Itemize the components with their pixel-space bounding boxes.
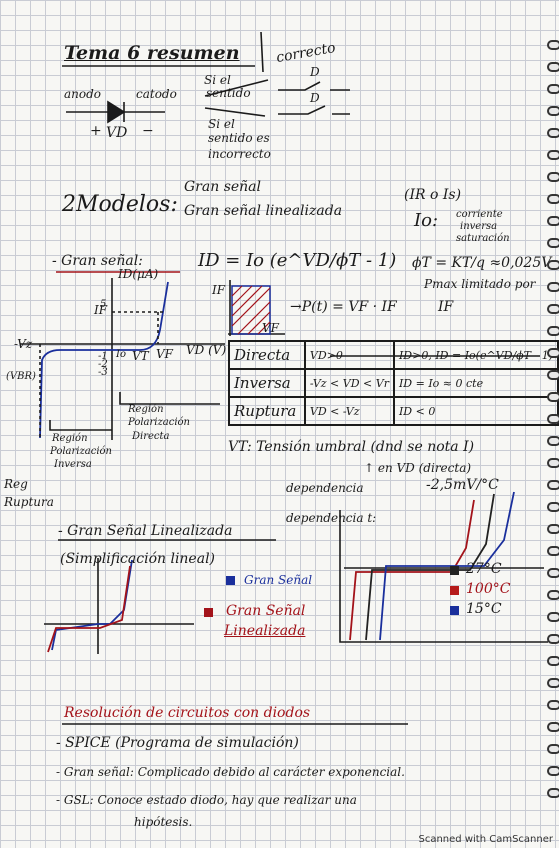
state-name: Ruptura (228, 396, 306, 426)
graph-vz-label: -Vz (14, 337, 33, 351)
vd-label: VD (106, 125, 128, 141)
legend-swatch-red (204, 608, 213, 617)
legend-swatch-blue (226, 576, 235, 585)
io-label: Io: (414, 210, 439, 231)
pmax-note: Pmax limitado por (424, 277, 536, 291)
graph-vf-label: VF (156, 347, 173, 361)
large-signal-heading: - Gran señal: (52, 253, 143, 269)
state-result: ID = Io ≈ 0 cte (392, 368, 559, 398)
power-if-label: IF (212, 283, 226, 297)
graph-tick-m1: -1 (98, 351, 108, 362)
models-item-2: Gran señal linealizada (184, 203, 343, 219)
region-direct-1: Región (128, 404, 164, 415)
io-desc-2: inversa (460, 221, 498, 232)
temp-label-27: 27°C (466, 561, 502, 577)
io-desc-1: corriente (456, 209, 503, 220)
diode-states-table: Directa VD>0 ID>0, ID = Io(e^VD/ϕT - 1) … (228, 340, 559, 426)
legend-large-signal: Gran Señal (244, 573, 313, 587)
linearized-heading: - Gran Señal Linealizada (58, 523, 233, 539)
page-title: Tema 6 resumen (64, 42, 240, 64)
incorrect-note-line2: sentido (206, 86, 251, 100)
anode-label: anodo (64, 87, 102, 101)
graph-vbr-label: (VBR) (6, 371, 36, 382)
cathode-label: catodo (136, 87, 177, 101)
region-break-2: Ruptura (4, 495, 54, 509)
legend-linearized-2: Linealizada (224, 623, 306, 639)
large-signal-line: - Gran señal: Complicado debido al carác… (56, 765, 405, 779)
spice-line: - SPICE (Programa de simulación) (56, 735, 299, 751)
region-break-1: Reg (4, 477, 28, 491)
region-direct-3: Directa (132, 431, 170, 442)
circuits-heading: Resolución de circuitos con diodos (64, 705, 311, 721)
state-condition: VD>0 (303, 340, 395, 370)
incorrect-note-line5: incorrecto (208, 147, 271, 161)
graph-tick-5: 5 (100, 299, 107, 310)
diode-equation: ID = Io (e^VD/ϕT - 1) (198, 250, 397, 271)
vd-direct-note: ↑ en VD (directa) (364, 461, 472, 475)
models-item-1: Gran señal (184, 179, 261, 195)
switch-label-top: D (310, 65, 320, 79)
temp-label-100: 100°C (466, 581, 511, 597)
table-row: Inversa -Vz < VD < Vr ID = Io ≈ 0 cte (228, 368, 559, 398)
power-vf-label: VF (262, 321, 279, 335)
graph-vd-label: VD (V) (186, 343, 227, 357)
region-direct-2: Polarización (128, 417, 190, 428)
graph-vt-label: VT (132, 349, 149, 363)
state-name: Directa (228, 340, 306, 370)
region-inverse-1: Región (52, 433, 88, 444)
temp-label-15: 15°C (466, 601, 502, 617)
scanner-watermark: Scanned with CamScanner (418, 834, 554, 845)
plus-sign: + (90, 123, 102, 139)
thermal-voltage: ϕT = KT/q ≈0,025V (412, 255, 552, 271)
dependence-1-value: -2,5mV/°C (426, 477, 499, 493)
state-condition: -Vz < VD < Vr (303, 368, 395, 398)
temp-swatch-27 (450, 566, 459, 575)
graph-tick-m3: -3 (98, 367, 108, 378)
temp-swatch-15 (450, 606, 459, 615)
incorrect-note-line1: Si el (204, 73, 231, 87)
linearized-subtitle: (Simplificación lineal) (60, 551, 216, 567)
gsl-line-2: hipótesis. (134, 815, 193, 829)
graph-tick-m2: -2 (98, 359, 108, 370)
gsl-line-1: - GSL: Conoce estado diodo, hay que real… (56, 793, 357, 807)
dependence-1: dependencia (286, 481, 364, 495)
state-result: ID>0, ID = Io(e^VD/ϕT - 1) (392, 340, 559, 370)
region-inverse-3: Inversa (54, 459, 92, 470)
dependence-2: dependencia t: (286, 511, 377, 525)
models-heading: 2Modelos: (62, 192, 178, 217)
io-desc-3: saturación (456, 233, 510, 244)
legend-linearized-1: Gran Señal (226, 603, 306, 619)
ir-is-label: (IR o Is) (404, 187, 462, 203)
incorrect-note-line3: Si el (208, 117, 235, 131)
incorrect-note-line4: sentido es (208, 131, 270, 145)
state-condition: VD < -Vz (303, 396, 395, 426)
table-row: Directa VD>0 ID>0, ID = Io(e^VD/ϕT - 1) (228, 340, 559, 370)
power-equation: →P(t) = VF · IF (290, 299, 397, 315)
minus-sign: − (142, 123, 154, 139)
temp-swatch-100 (450, 586, 459, 595)
spiral-binding (545, 0, 559, 848)
switch-label-bottom: D (310, 91, 320, 105)
state-result: ID < 0 (392, 396, 559, 426)
table-row: Ruptura VD < -Vz ID < 0 (228, 396, 559, 426)
threshold-definition: VT: Tensión umbral (dnd se nota I) (228, 439, 475, 455)
graph-io-label: Io (116, 349, 126, 360)
graph-if-label: IF (94, 303, 108, 317)
state-name: Inversa (228, 368, 306, 398)
pmax-if: IF (438, 299, 454, 315)
graph-id-label: ID(μA) (118, 267, 159, 281)
region-inverse-2: Polarización (50, 446, 112, 457)
